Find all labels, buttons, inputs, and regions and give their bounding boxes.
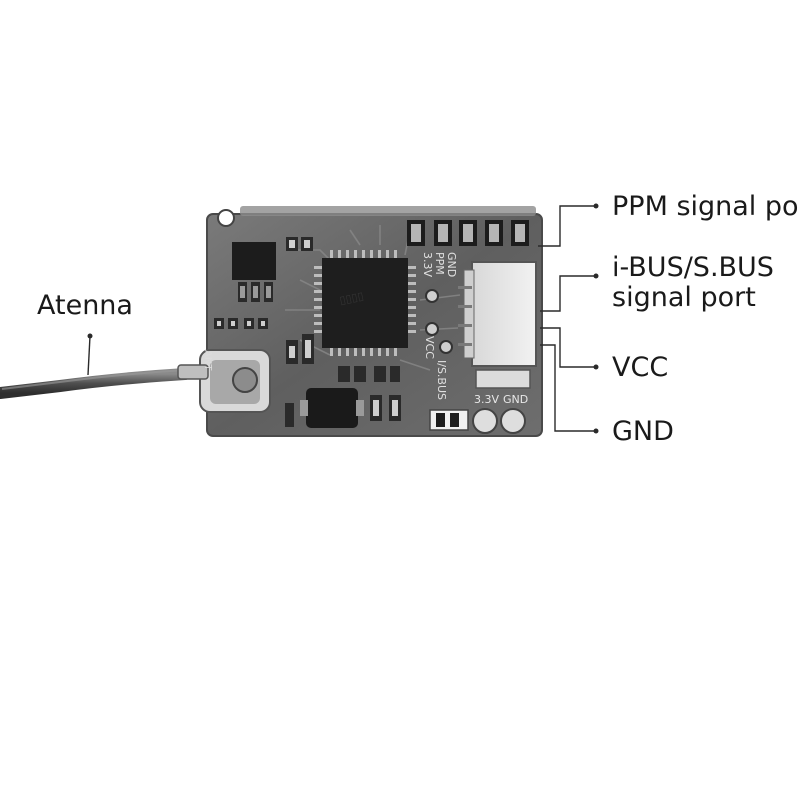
leader-vcc [540,327,596,368]
mounting-hole [217,209,235,227]
silk-pad-33v: 3.3V [474,393,499,406]
leader-gnd [540,344,596,432]
label-antenna: Atenna [37,290,133,321]
silk-vcc: VCC [423,336,436,359]
leader-ppm [538,205,596,247]
label-vcc: VCC [612,352,668,383]
silkscreen-labels: GND PPM 3.3V VCC I/S.BUS [421,252,458,400]
leader-endpoints [87,203,599,434]
top-pads [407,220,529,246]
leader-ibus [540,275,596,312]
silk-gnd: GND [445,252,458,277]
pcb-board: ▯▯▯▯ ANT [177,206,543,437]
svg-text:▯▯▯▯: ▯▯▯▯ [338,289,364,307]
voltage-regulator [232,242,276,302]
antenna-connector: ANT [177,349,271,413]
silk-ppm: PPM [433,252,446,275]
component-pads [217,240,398,416]
label-ibus-line1: i-BUS/S.BUS [612,252,774,283]
bottom-pads: 3.3V GND [429,369,531,434]
leader-antenna [87,335,91,376]
antenna-cable [0,368,191,399]
label-ppm: PPM signal po [612,191,799,222]
jst-connector [458,261,537,367]
silk-ibus: I/S.BUS [435,360,448,400]
label-ibus-line2: signal port [612,282,756,313]
label-gnd: GND [612,416,674,447]
solder-pins [425,289,453,354]
callout-labels: Atenna PPM signal po i-BUS/S.BUS signal … [37,191,799,447]
silk-pad-gnd: GND [503,393,528,406]
crystal [300,388,364,428]
ant-silkscreen: ANT [202,350,213,371]
leader-lines [87,205,596,432]
main-ic-chip: ▯▯▯▯ [314,250,416,356]
silk-33v: 3.3V [421,252,434,277]
